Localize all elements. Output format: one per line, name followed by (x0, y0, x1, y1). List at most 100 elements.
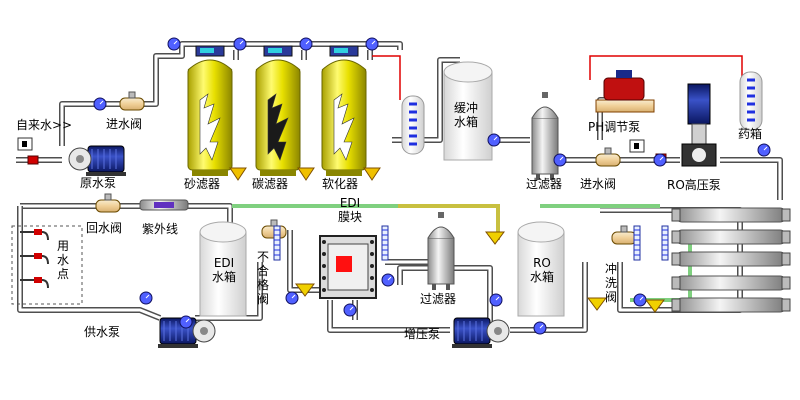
drain-funnel-edi (295, 283, 315, 297)
label-buffer-tank: 缓冲水箱 (453, 101, 478, 129)
pump-base (452, 344, 492, 348)
motor (453, 317, 491, 345)
hot-line-softener (372, 55, 401, 100)
pipe-outline (287, 230, 320, 293)
gauge-needle (539, 324, 544, 329)
pressure-gauge-7 (653, 153, 667, 167)
pump-body (595, 99, 655, 113)
label-carbon-filter: 碳滤器 (252, 177, 289, 191)
end-cap (671, 276, 681, 290)
tank-body (443, 71, 493, 161)
gauge-needle (305, 40, 310, 45)
module-bolt (322, 288, 326, 292)
inlet-valve-1[interactable] (119, 91, 145, 111)
pressure-gauge-10 (179, 315, 193, 329)
housing (427, 237, 455, 285)
flowmeter-edi-2 (381, 225, 389, 261)
pressure-gauge-11 (285, 291, 299, 305)
media-window (267, 93, 289, 161)
pipe-inner (18, 206, 161, 320)
leg (550, 174, 554, 180)
olive-line-edi (398, 204, 500, 240)
raw-water-pump[interactable] (68, 145, 126, 176)
ro-membrane-vessel (675, 207, 787, 223)
drain-funnel-ro (587, 297, 607, 311)
ro-membrane-vessel (675, 275, 787, 291)
faucet-icon (34, 253, 42, 259)
end-cap (671, 208, 681, 222)
pipe-inner (60, 42, 402, 146)
pump-base (86, 172, 126, 176)
faucet-spout (41, 255, 49, 265)
cartridge-filter-2 (427, 212, 455, 290)
label-ro-tank: RO水箱 (529, 256, 554, 284)
ro-membrane-vessel (675, 229, 787, 245)
pipe-ro-pump-to-membranes (720, 157, 783, 200)
valve-stem (104, 193, 112, 201)
label-sand-filter: 砂滤器 (184, 177, 221, 191)
pressure-gauge-3 (299, 37, 313, 51)
ro-tank (517, 221, 565, 317)
end-cap (781, 252, 791, 266)
ro-membrane-vessel (675, 251, 787, 267)
gauge-needle (185, 318, 190, 323)
tap-hand-valve[interactable] (27, 155, 39, 165)
gauge-needle (493, 136, 498, 141)
housing-dome (427, 226, 455, 239)
pump-port (692, 148, 706, 162)
module-core (336, 256, 352, 272)
control-display (200, 48, 214, 53)
ph-dosing-pump[interactable] (595, 70, 655, 113)
gauge-needle (173, 40, 178, 45)
brine-tank (401, 95, 425, 155)
valve-stem (620, 225, 628, 233)
valve-body (595, 153, 621, 167)
gauge-needle (239, 40, 244, 45)
pipe-pump-to-filters (59, 41, 403, 146)
label-ro-pump: RO高压泵 (667, 178, 721, 192)
sand-filter (187, 45, 247, 181)
pressure-gauge-8 (757, 143, 771, 157)
faucet-spout (41, 279, 49, 289)
drain-funnel (297, 167, 315, 181)
vent (438, 212, 444, 218)
pipe-return-loop (20, 203, 233, 262)
inlet-valve-2[interactable] (595, 147, 621, 167)
gauge-needle (559, 156, 564, 161)
control-display (334, 48, 348, 53)
sensor-face (634, 143, 639, 149)
flush-valve[interactable] (611, 225, 637, 245)
ro-high-pressure-pump[interactable] (681, 83, 717, 167)
buffer-tank (443, 61, 493, 161)
conductivity-meter-1 (17, 137, 33, 151)
end-cap (781, 276, 791, 290)
pressure-gauge-12 (343, 303, 357, 317)
filter-dome (255, 59, 301, 71)
gauge-needle (387, 276, 392, 281)
end-cap (671, 298, 681, 312)
module-bolt (370, 240, 374, 244)
gauge-needle (639, 296, 644, 301)
leg (536, 174, 540, 180)
ro-membrane-array (671, 207, 791, 313)
tank-top (443, 61, 493, 83)
valve-stem (604, 147, 612, 155)
label-supply-pump: 供水泵 (84, 325, 121, 339)
pressure-gauge-4 (365, 37, 379, 51)
pressure-gauge-15 (533, 321, 547, 335)
pipe-inner (20, 204, 232, 262)
label-booster-pump: 增压泵 (404, 327, 441, 341)
module-bolt (370, 252, 374, 256)
gauge-needle (145, 294, 150, 299)
pipe-outline (720, 157, 783, 200)
pipe-supply-pump-to-edi-tank (195, 262, 263, 321)
vent (542, 92, 548, 98)
booster-pump[interactable] (452, 317, 510, 348)
return-valve[interactable] (95, 193, 121, 213)
valve-body (611, 231, 637, 245)
pump-eye (494, 327, 502, 335)
label-inlet-valve-2: 进水阀 (580, 177, 617, 191)
pressure-gauge-5 (487, 133, 501, 147)
carbon-filter (255, 45, 315, 181)
